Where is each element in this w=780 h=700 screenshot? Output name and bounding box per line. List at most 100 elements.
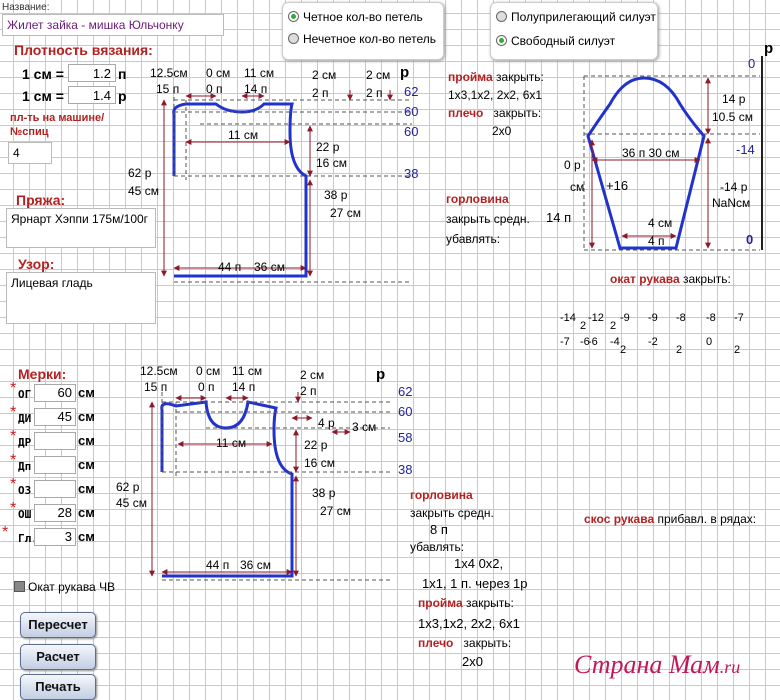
radio-odd-label: Нечетное кол-во петель bbox=[303, 32, 436, 46]
front-neck-mid-value: 8 п bbox=[430, 522, 448, 537]
front-rows-header: р bbox=[376, 366, 386, 383]
measure-unit: см bbox=[78, 505, 95, 520]
measure-input[interactable]: 45 bbox=[34, 408, 76, 426]
sleeve-cap-value: -9 bbox=[648, 312, 658, 324]
sleeve-bw4a: 4 см bbox=[648, 216, 673, 230]
sleeve-l0: 0 р bbox=[564, 158, 581, 172]
front-mid11: 11 см bbox=[216, 436, 247, 450]
sleeve-cap-value: 2 bbox=[580, 320, 587, 332]
back-b44: 44 п bbox=[218, 260, 242, 274]
silhouette-panel bbox=[490, 2, 658, 60]
sleeve-cap-value: -2 bbox=[648, 336, 658, 348]
measure-input[interactable] bbox=[34, 432, 76, 450]
required-icon: * bbox=[10, 404, 17, 421]
sleeve-cap-checkbox[interactable]: Окат рукава ЧВ bbox=[14, 580, 115, 594]
front-l45: 45 см bbox=[116, 496, 147, 510]
back-t2c: 2 см bbox=[366, 68, 391, 82]
back-mid11: 11 см bbox=[228, 128, 259, 142]
recalc-button[interactable]: Пересчет bbox=[20, 612, 96, 638]
measure-label: ОШ bbox=[18, 508, 32, 521]
measure-label: ДИ bbox=[18, 412, 32, 425]
sleeve-cap-value: -8 bbox=[676, 312, 686, 324]
front-armhole-row: пройма закрыть: bbox=[418, 596, 514, 610]
sleeve-cap-value: -14 bbox=[560, 312, 576, 324]
front-v60: 60 bbox=[398, 404, 413, 419]
front-r38: 38 р bbox=[312, 486, 336, 500]
front-b36: 36 см bbox=[240, 558, 271, 572]
back-r38: 38 р bbox=[324, 188, 348, 202]
radio-semi-fitted[interactable]: Полуприлегающий силуэт bbox=[496, 10, 656, 24]
sleeve-w36: 36 п 30 см bbox=[622, 146, 680, 160]
name-input[interactable]: Жилет зайка - мишка Юльчонку bbox=[2, 14, 224, 36]
back-armhole-row: пройма закрыть: bbox=[448, 70, 544, 84]
back-outline bbox=[172, 102, 308, 278]
sleeve-cap-value: -6 bbox=[580, 336, 590, 348]
back-neck-mid-value: 14 п bbox=[546, 210, 572, 225]
sleeve-rnan: NaNсм bbox=[712, 196, 751, 210]
watermark-logo: Страна Мам.ru bbox=[574, 650, 741, 679]
front-shoulder-row: плечо закрыть: bbox=[418, 636, 512, 650]
back-shoulder-values: 2х0 bbox=[492, 124, 512, 138]
back-neck-title: горловина bbox=[446, 192, 509, 206]
measure-input[interactable]: 3 bbox=[34, 528, 76, 546]
density-row2-unit: р bbox=[118, 88, 127, 104]
sleeve-bw4b: 4 п bbox=[648, 234, 665, 248]
sleeve-cap-value: 2 bbox=[734, 344, 741, 356]
sleeve-slope-title: скос рукава bbox=[584, 512, 655, 526]
sleeve-cap-value: -7 bbox=[734, 312, 744, 324]
radio-free[interactable]: Свободный силуэт bbox=[496, 34, 615, 48]
density-row2-label: 1 см = bbox=[22, 88, 64, 104]
radio-selected-icon bbox=[288, 11, 299, 22]
back-shoulder-title: плечо bbox=[448, 106, 484, 120]
back-neck-dec: убавлять: bbox=[446, 232, 501, 246]
yarn-input[interactable]: Ярнарт Хэппи 175м/100г bbox=[6, 208, 156, 248]
density-stitches-input[interactable]: 1.2 bbox=[68, 64, 116, 82]
required-icon: * bbox=[2, 524, 9, 541]
front-t2p: 2 п bbox=[300, 384, 317, 398]
measure-input[interactable] bbox=[34, 480, 76, 498]
front-v62: 62 bbox=[398, 384, 413, 399]
sleeve-v0: 0 bbox=[748, 56, 756, 71]
measures-title: Мерки: bbox=[18, 366, 67, 382]
required-icon: * bbox=[10, 476, 17, 493]
back-v62: 62 bbox=[404, 84, 419, 99]
measure-input[interactable]: 28 bbox=[34, 504, 76, 522]
checkbox-icon bbox=[14, 581, 25, 592]
needle-input[interactable]: 4 bbox=[8, 142, 52, 164]
measure-input[interactable] bbox=[34, 456, 76, 474]
sleeve-cap-value: 2 bbox=[620, 344, 627, 356]
calc-button[interactable]: Расчет bbox=[20, 644, 96, 670]
measure-label: ОЗ bbox=[18, 484, 32, 497]
back-t14: 14 п bbox=[244, 82, 268, 96]
sleeve-h105: 10.5 см bbox=[712, 110, 753, 124]
radio-semi-label: Полуприлегающий силуэт bbox=[511, 10, 656, 24]
density-rows-input[interactable]: 1.4 bbox=[68, 86, 116, 104]
density-row1-unit: п bbox=[118, 66, 127, 82]
back-t0p: 0 п bbox=[206, 82, 223, 96]
sleeve-rm14: -14 р bbox=[720, 180, 748, 194]
radio-unselected-icon bbox=[496, 11, 507, 22]
sleeve-diagram bbox=[583, 56, 763, 251]
measure-unit: см bbox=[78, 409, 95, 424]
radio-odd[interactable]: Нечетное кол-во петель bbox=[288, 32, 436, 46]
front-t3: 3 см bbox=[352, 420, 377, 434]
radio-even[interactable]: Четное кол-во петель bbox=[288, 10, 423, 24]
sleeve-plus16: +16 bbox=[606, 178, 629, 193]
back-t2a: 2 см bbox=[312, 68, 337, 82]
measure-input[interactable]: 60 bbox=[34, 384, 76, 402]
measure-unit: см bbox=[78, 457, 95, 472]
print-button[interactable]: Печать bbox=[20, 674, 96, 700]
front-r16: 16 см bbox=[304, 456, 335, 470]
yarn-title: Пряжа: bbox=[16, 192, 66, 208]
sleeve-cap-value: 0 bbox=[706, 336, 713, 348]
back-t12: 12.5см bbox=[150, 66, 188, 80]
sleeve-cap-value: 2 bbox=[610, 320, 617, 332]
back-rows-header: р bbox=[400, 64, 410, 81]
pattern-input[interactable]: Лицевая гладь bbox=[6, 272, 156, 324]
machine-label: пл-ть на машине/ bbox=[10, 112, 105, 124]
measure-label: Дп bbox=[18, 460, 32, 473]
required-icon: * bbox=[10, 500, 17, 517]
back-r16: 16 см bbox=[316, 156, 347, 170]
sleeve-cap-value: -4 bbox=[610, 336, 620, 348]
sleeve-cap-value: -9 bbox=[620, 312, 630, 324]
